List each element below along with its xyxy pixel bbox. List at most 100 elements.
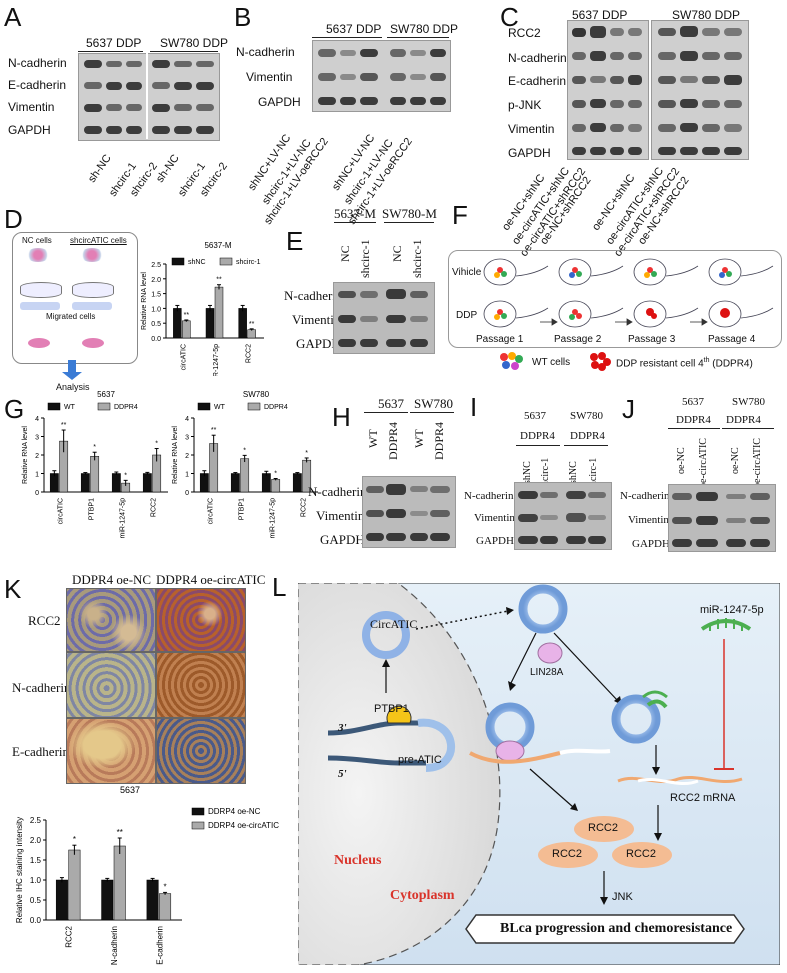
row-label: GAPDH [258, 95, 301, 109]
legend-label: DDRP4 oe-circATIC [208, 821, 279, 830]
significance-mark: * [243, 447, 246, 454]
x-tick-label: PTBP1 [89, 498, 96, 520]
lane-label: NC [390, 245, 404, 262]
significance-mark: ** [211, 427, 217, 434]
western-blot [651, 20, 749, 160]
row-label: GAPDH [296, 336, 341, 351]
legend-label: shNC [188, 259, 206, 266]
row-label: p-JNK [508, 98, 542, 112]
lane-label: DDPR4 [386, 421, 400, 460]
bar [205, 308, 215, 339]
bar [240, 458, 250, 493]
y-tick-label: 2.5 [151, 262, 161, 269]
row-label: GAPDH [476, 535, 514, 547]
bar [238, 308, 247, 339]
y-axis-label: Relative RNA level [22, 426, 29, 484]
subgroup-label: DDPR4 [570, 430, 605, 442]
circatic-label: CircATIC [370, 617, 418, 631]
ptbp1-label: PTBP1 [374, 703, 409, 715]
x-tick-label: miR-1247-5p [120, 498, 127, 539]
panel-label: G [4, 394, 25, 424]
x-tick-label: circATIC [208, 498, 215, 524]
lane-label: oe-circATIC [752, 438, 763, 488]
significance-mark: * [93, 444, 96, 451]
row-label: RCC2 [28, 613, 61, 628]
legend-swatch [191, 807, 205, 816]
passage-label: Passage 3 [628, 334, 676, 345]
lane-label: oe-circATIC [698, 438, 709, 488]
passage-label: Passage 2 [554, 334, 602, 345]
passage-diagram [483, 258, 774, 328]
panel-label: I [470, 392, 478, 422]
rcc2-protein: RCC2 [588, 822, 618, 834]
y-tick-label: 1.0 [151, 306, 161, 313]
row-label: RCC2 [508, 26, 541, 40]
ihc-image [66, 588, 156, 652]
ihc-image [156, 588, 246, 652]
row-label: N-cadherin [236, 45, 295, 59]
bar [55, 879, 68, 921]
mechanism-diagram [298, 583, 780, 965]
passage-label: Passage 4 [708, 334, 756, 345]
y-tick-label: 0 [35, 490, 39, 497]
ihc-image [156, 718, 246, 784]
y-tick-label: 0.5 [30, 896, 42, 905]
lane-label: DDPR4 [432, 421, 446, 460]
x-tick-label: RCC2 [301, 498, 308, 517]
chart-title: SW780 [243, 390, 270, 399]
lane-label: WT [412, 429, 426, 448]
panel-label: D [4, 204, 23, 234]
bar [214, 286, 224, 339]
x-tick-label: miR-1247-5p [213, 344, 220, 376]
bar [113, 845, 126, 921]
group-label: SW780 DDP [672, 8, 741, 22]
bar [182, 320, 191, 339]
y-axis-label: Relative IHC staining intensity [15, 817, 24, 923]
group-label: 5637 [682, 396, 704, 408]
row-label: N-cadherin [308, 484, 367, 499]
x-tick-label: RCC2 [65, 925, 74, 947]
y-tick-label: 0.0 [151, 336, 161, 343]
row-label: DDP [456, 310, 478, 321]
group-label: 5637 DDP [326, 22, 382, 36]
row-label: E-cadherin [12, 744, 70, 759]
group-label: SW780 [414, 396, 453, 411]
legend-label: DDPR4 [114, 404, 138, 411]
bar [159, 893, 172, 921]
x-tick-label: circATIC [58, 498, 65, 524]
y-tick-label: 2 [185, 453, 189, 460]
y-tick-label: 4 [35, 416, 39, 423]
y-tick-label: 3 [185, 435, 189, 442]
y-tick-label: 1 [35, 472, 39, 479]
panel-label: J [622, 394, 635, 424]
outcome-label: BLca progression and chemoresistance [500, 921, 733, 936]
legend-label: shcirc-1 [236, 259, 261, 266]
bar [146, 879, 159, 921]
row-label: N-cadherin [12, 680, 71, 695]
jnk-label: JNK [612, 891, 633, 903]
bar [247, 329, 256, 339]
ihc-image [66, 652, 156, 718]
y-axis-label: Relative RNA level [172, 426, 179, 484]
ihc-image [66, 718, 156, 784]
group-label: 5637 DDP [572, 8, 628, 22]
chart-title: 5637 [120, 785, 140, 795]
legend-label: WT [214, 404, 226, 411]
panel-label: L [272, 572, 287, 602]
row-label: Vimentin [316, 508, 365, 523]
lane-label: sh-NC [86, 152, 114, 185]
row-label: N-cadherin [508, 51, 567, 65]
y-axis-label: Relative RNA level [141, 272, 148, 330]
western-blot [567, 20, 649, 160]
lane-label: oe-NC [730, 447, 741, 474]
chart-title: 5637-M [204, 241, 231, 250]
bar [230, 473, 240, 493]
row-label: Vimentin [8, 100, 55, 114]
group-label: SW780-M [382, 206, 437, 221]
group-label: 5637 DDP [86, 36, 142, 50]
panel-label: H [332, 402, 351, 432]
y-tick-label: 1.0 [30, 876, 42, 885]
x-tick-label: N-cadherin [110, 926, 119, 965]
